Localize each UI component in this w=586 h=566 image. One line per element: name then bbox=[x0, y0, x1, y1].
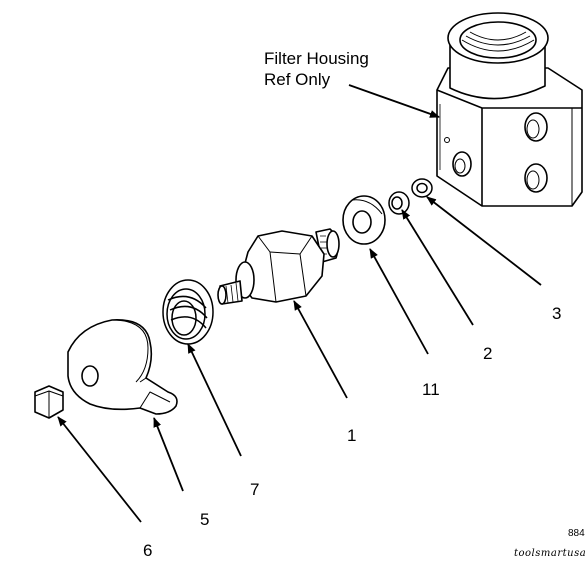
arrow-7 bbox=[187, 343, 242, 457]
part-5-lever-handle bbox=[67, 319, 178, 415]
watermark-text: toolsmartusa bbox=[514, 548, 586, 559]
callout-2: 2 bbox=[483, 344, 493, 363]
callout-7: 7 bbox=[250, 480, 260, 499]
figure-number: 884 bbox=[568, 528, 585, 539]
arrow-3 bbox=[426, 196, 542, 286]
arrow-11 bbox=[369, 248, 429, 355]
callout-1: 1 bbox=[347, 426, 357, 445]
arrow-1 bbox=[293, 300, 348, 399]
leader-arrows bbox=[57, 84, 542, 523]
filter-housing-label: Filter Housing Ref Only bbox=[264, 48, 369, 90]
part-6-hex-nut bbox=[34, 385, 64, 419]
callout-3: 3 bbox=[552, 304, 562, 323]
arrow-6 bbox=[57, 416, 142, 523]
arrow-filter-housing bbox=[348, 84, 440, 118]
callout-11: 11 bbox=[422, 380, 440, 399]
arrow-2 bbox=[401, 209, 474, 326]
filter-housing-label-line2: Ref Only bbox=[264, 70, 331, 89]
part-1-valve-cartridge bbox=[217, 228, 340, 305]
callout-5: 5 bbox=[200, 510, 210, 529]
part-2-washer bbox=[388, 191, 410, 215]
part-7-spring bbox=[162, 279, 214, 345]
arrow-5 bbox=[153, 417, 184, 492]
filter-housing bbox=[436, 12, 583, 207]
part-3-o-ring bbox=[411, 178, 433, 198]
callout-6: 6 bbox=[143, 541, 153, 560]
part-11-gasket bbox=[342, 195, 386, 245]
filter-housing-label-line1: Filter Housing bbox=[264, 49, 369, 68]
